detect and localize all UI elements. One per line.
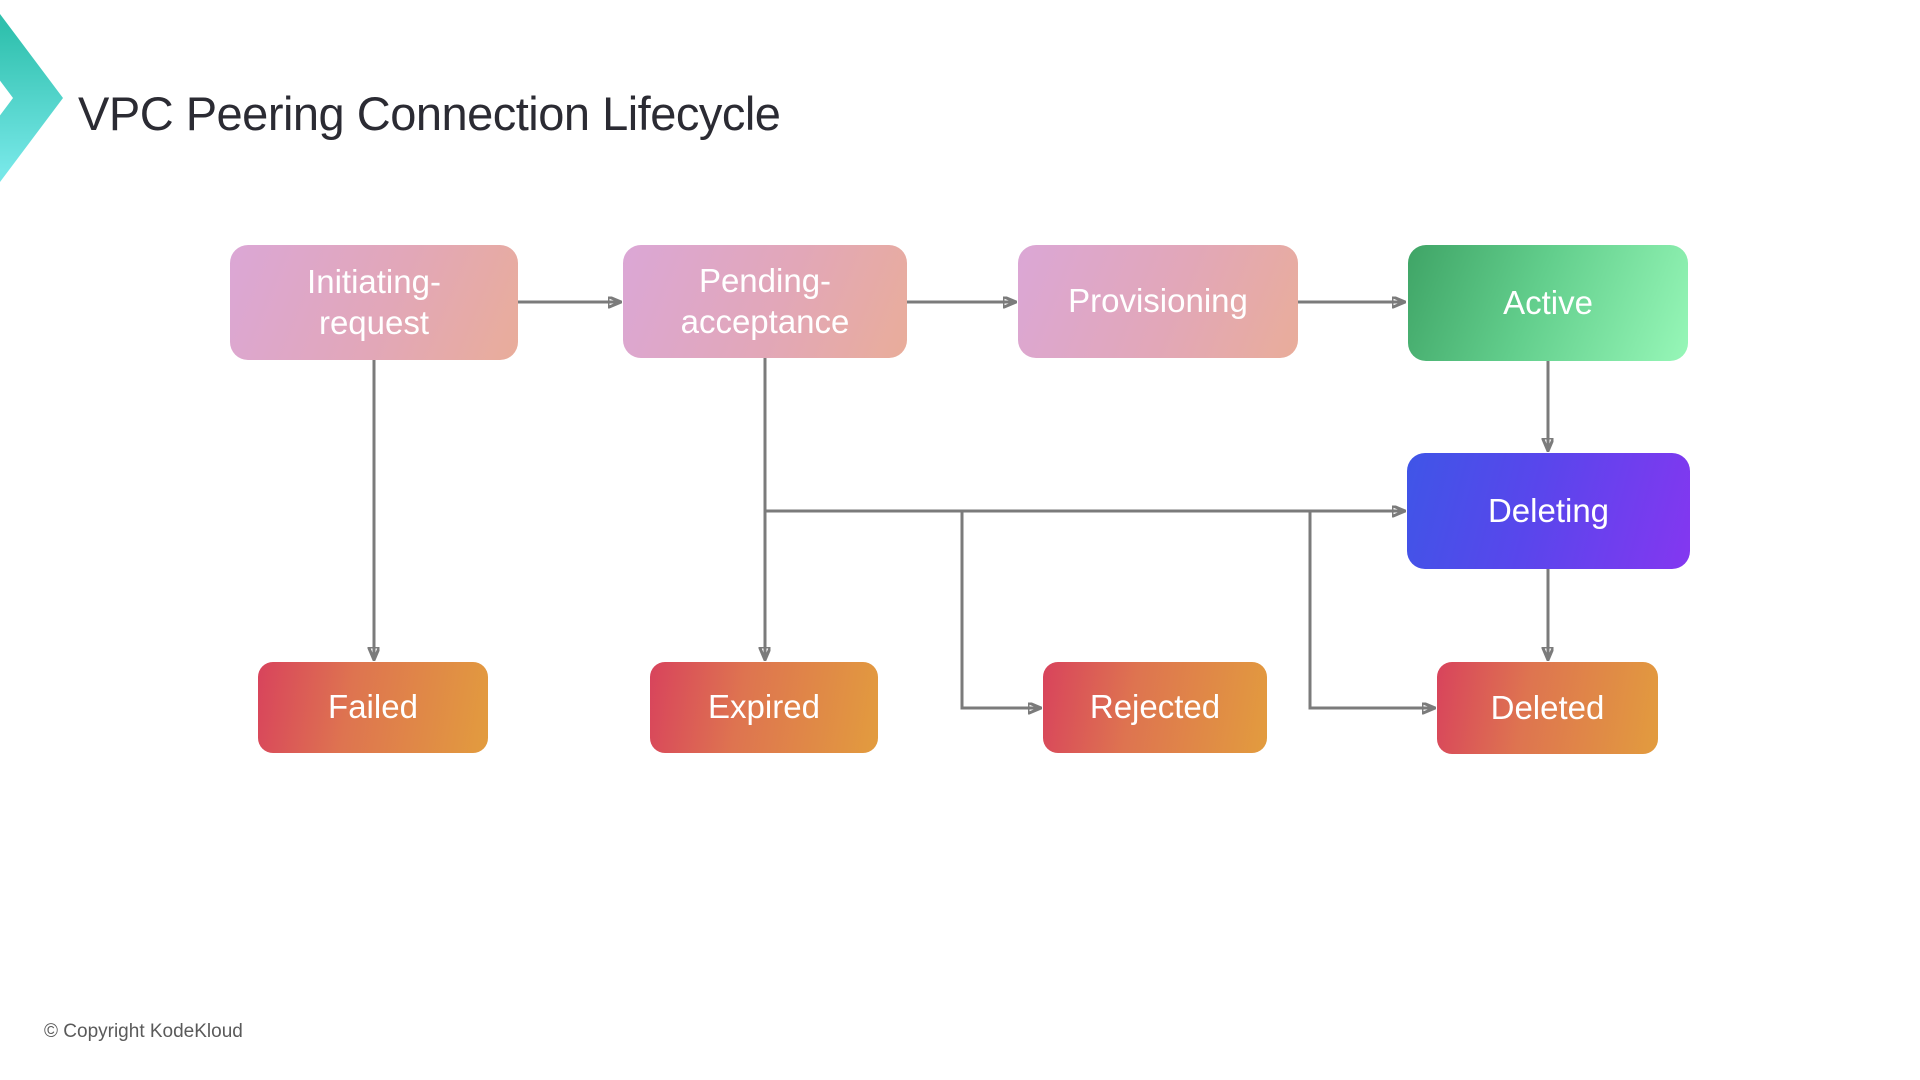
node-rejected: Rejected — [1043, 662, 1267, 753]
edge-pending-acceptance-to-deleted — [1308, 511, 1435, 708]
node-label: Deleted — [1490, 688, 1605, 726]
node-label: Active — [1503, 283, 1593, 321]
node-expired: Expired — [650, 662, 878, 753]
node-initiating-request: Initiating-request — [230, 245, 518, 360]
node-deleting: Deleting — [1407, 453, 1690, 569]
node-label: Pending-acceptance — [680, 262, 850, 340]
node-label: Provisioning — [1068, 282, 1248, 320]
node-provisioning: Provisioning — [1018, 245, 1298, 358]
edge-pending-acceptance-to-rejected — [960, 511, 1041, 708]
node-label: Expired — [708, 688, 820, 726]
node-active: Active — [1408, 245, 1688, 361]
node-failed: Failed — [258, 662, 488, 753]
chevron-shape — [0, 14, 63, 182]
node-label: Failed — [328, 688, 418, 726]
node-label: Rejected — [1089, 688, 1221, 726]
node-deleted: Deleted — [1437, 662, 1658, 754]
copyright-notice: © Copyright KodeKloud — [44, 1021, 243, 1042]
node-label: Deleting — [1487, 491, 1610, 529]
node-label: Initiating-request — [307, 263, 441, 341]
slide-title: VPC Peering Connection Lifecycle — [78, 87, 781, 140]
node-pending-acceptance: Pending-acceptance — [623, 245, 907, 358]
kodekloud-chevron-logo-icon — [0, 14, 63, 182]
